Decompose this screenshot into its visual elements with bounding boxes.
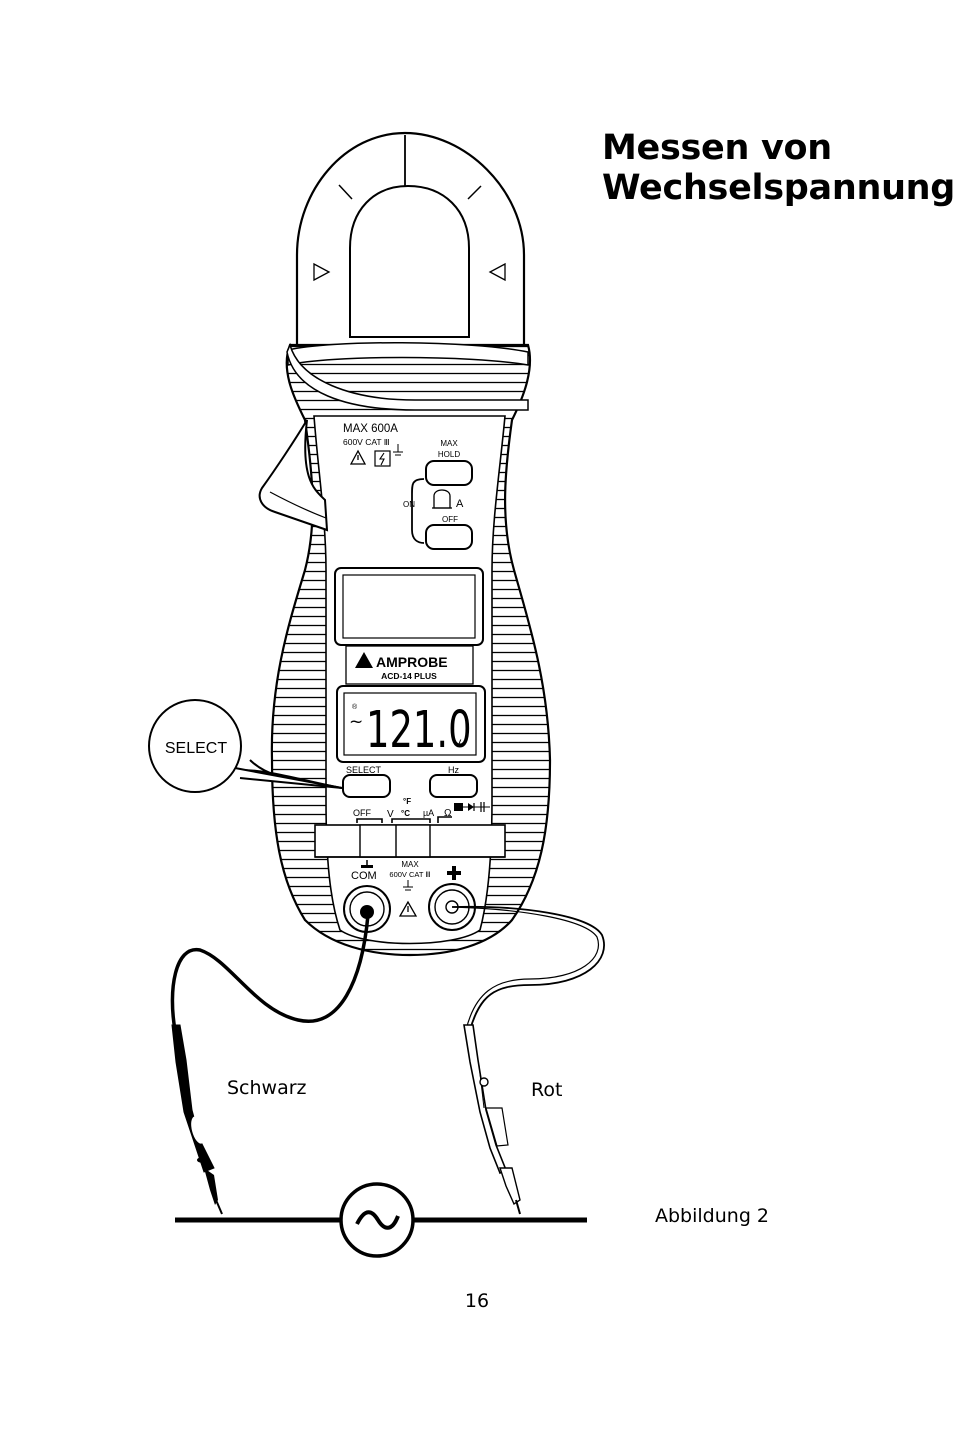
select-callout: SELECT	[148, 699, 343, 793]
figure-caption: Abbildung 2	[655, 1205, 770, 1227]
dial-voltage-label: V	[387, 809, 394, 820]
red-test-lead	[451, 905, 605, 1215]
brand-name: AMPROBE	[376, 654, 448, 670]
com-jack[interactable]	[343, 885, 391, 933]
jack-max-label: MAX	[401, 860, 419, 869]
hz-button-label: Hz	[448, 765, 459, 775]
select-callout-label: SELECT	[165, 740, 227, 757]
amprobe-logo-icon	[355, 652, 373, 668]
black-lead-label: Schwarz	[227, 1077, 307, 1099]
warning-icon	[349, 449, 367, 465]
com-minus-icon	[361, 860, 373, 868]
black-test-lead	[170, 914, 370, 1215]
clamp-jaw	[295, 131, 526, 345]
on-label: ON	[403, 500, 415, 509]
cat-rating-label: 600V CAT Ⅲ	[343, 437, 390, 447]
clamp-ac-current-icon: A	[432, 489, 464, 510]
max-hold-button[interactable]	[425, 460, 473, 486]
red-lead-label: Rot	[531, 1079, 563, 1101]
jaw-mark-right-icon	[488, 262, 506, 282]
lcd-unit: V	[454, 738, 462, 750]
off-switch-button[interactable]	[425, 524, 473, 550]
dial-microamp-label: µA	[423, 808, 434, 818]
lcd-ac-symbol: ~	[349, 712, 363, 732]
dial-fahrenheit-label: °F	[403, 797, 411, 806]
com-label: COM	[351, 870, 377, 882]
jack-ground-icon	[403, 880, 413, 891]
hz-button[interactable]	[429, 774, 478, 798]
jack-warning-icon	[398, 900, 418, 917]
lcd-reading: 121.0	[366, 701, 472, 759]
ground-icon	[393, 444, 403, 456]
title-line-2: Wechselspannung	[602, 168, 954, 208]
page-number: 16	[464, 1290, 490, 1312]
jack-cat-label: 600V CAT Ⅲ	[389, 870, 430, 879]
select-button-label: SELECT	[346, 765, 382, 775]
hold-label: HOLD	[438, 450, 460, 459]
ac-source-circuit	[175, 1182, 587, 1258]
max-label: MAX	[440, 439, 458, 448]
select-button[interactable]	[342, 774, 391, 798]
dial-celsius-label: °C	[401, 809, 410, 818]
continuity-diode-capacitor-icon	[454, 802, 490, 812]
svg-text:A: A	[456, 498, 464, 510]
dial-ohm-label: Ω	[444, 808, 452, 819]
plus-icon	[447, 866, 461, 880]
max-rating-label: MAX 600A	[343, 423, 398, 435]
off-label: OFF	[442, 515, 458, 524]
model-name: ACD-14 PLUS	[381, 671, 437, 681]
auto-range-icon: ®	[352, 703, 358, 711]
high-voltage-icon	[374, 450, 391, 467]
page-title: Messen von Wechselspannung	[602, 128, 954, 208]
title-line-1: Messen von	[602, 128, 832, 168]
jaw-mark-left-icon	[313, 262, 331, 282]
dial-off-label: OFF	[353, 808, 371, 818]
